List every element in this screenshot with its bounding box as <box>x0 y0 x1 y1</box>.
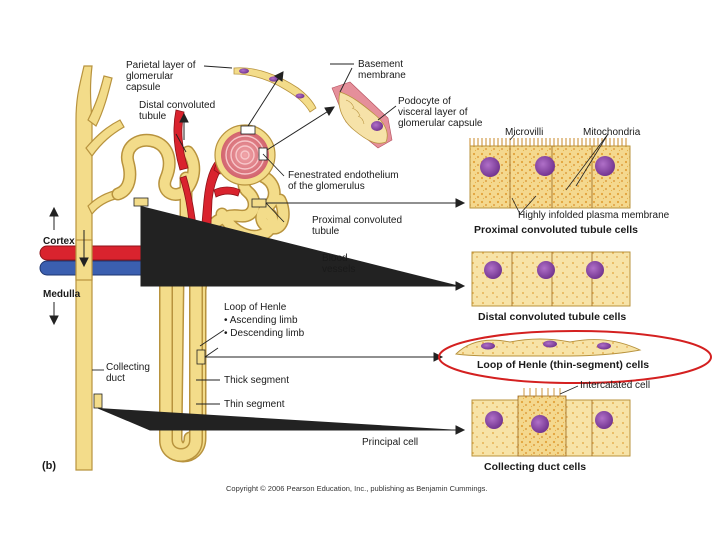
ascending-limb-label: • Ascending limb <box>224 315 298 326</box>
fenestrated-endothelium-label: Fenestrated endothelium of the glomerulu… <box>288 170 399 192</box>
infolded-membrane-label: Highly infolded plasma membrane <box>518 210 670 221</box>
distal-cells-panel <box>471 251 631 307</box>
proximal-cells-panel <box>469 138 631 209</box>
copyright-notice: Copyright © 2006 Pearson Education, Inc.… <box>226 484 488 493</box>
proximal-tubule-label: Proximal convoluted tubule <box>312 215 403 237</box>
basement-membrane-label: Basement membrane <box>358 59 406 81</box>
cortex-medulla-markers <box>49 206 59 326</box>
loop-of-henle-label: Loop of Henle <box>224 302 287 313</box>
collecting-duct-label: Collecting duct <box>106 362 150 384</box>
podocyte-label: Podocyte of visceral layer of glomerular… <box>398 96 483 129</box>
highlight-ellipse <box>438 330 712 384</box>
proximal-cells-title: Proximal convoluted tubule cells <box>474 224 638 236</box>
distal-tubule-label: Distal convoluted tubule <box>139 100 216 122</box>
descending-limb-label: • Descending limb <box>224 328 305 339</box>
principal-cell-label: Principal cell <box>362 437 419 448</box>
collecting-cells-title: Collecting duct cells <box>484 461 587 473</box>
parietal-layer-label: Parietal layer of glomerular capsule <box>126 60 196 93</box>
loop-cells-panel <box>455 338 642 357</box>
podocyte-detail <box>331 81 393 149</box>
thin-callout-box <box>196 349 206 365</box>
capsule-callout-box <box>240 125 256 135</box>
collecting-cells-panel <box>471 388 631 457</box>
distal-callout-box <box>133 197 149 207</box>
loop-of-henle <box>159 229 203 462</box>
microvilli-label: Microvilli <box>505 127 544 138</box>
panel-label: (b) <box>42 460 57 472</box>
cortex-label: Cortex <box>43 236 75 247</box>
parietal-layer-cells <box>233 67 317 113</box>
distal-cells-title: Distal convoluted tubule cells <box>478 311 627 323</box>
callout-arrows <box>97 71 466 435</box>
intercalated-leader <box>559 385 579 395</box>
blood-vessels-label: Blood vessels <box>322 253 356 275</box>
mitochondria-label: Mitochondria <box>583 127 641 138</box>
proximal-callout-box <box>251 198 267 208</box>
proximal-leaders <box>509 133 609 215</box>
collecting-callout-box <box>93 393 103 409</box>
loop-cells-title: Loop of Henle (thin-segment) cells <box>477 359 650 371</box>
thin-segment-label: Thin segment <box>224 399 285 410</box>
intercalated-cell-label: Intercalated cell <box>580 380 651 391</box>
thick-segment-label: Thick segment <box>224 375 290 386</box>
glomerulus <box>214 124 276 186</box>
medulla-label: Medulla <box>43 289 81 300</box>
